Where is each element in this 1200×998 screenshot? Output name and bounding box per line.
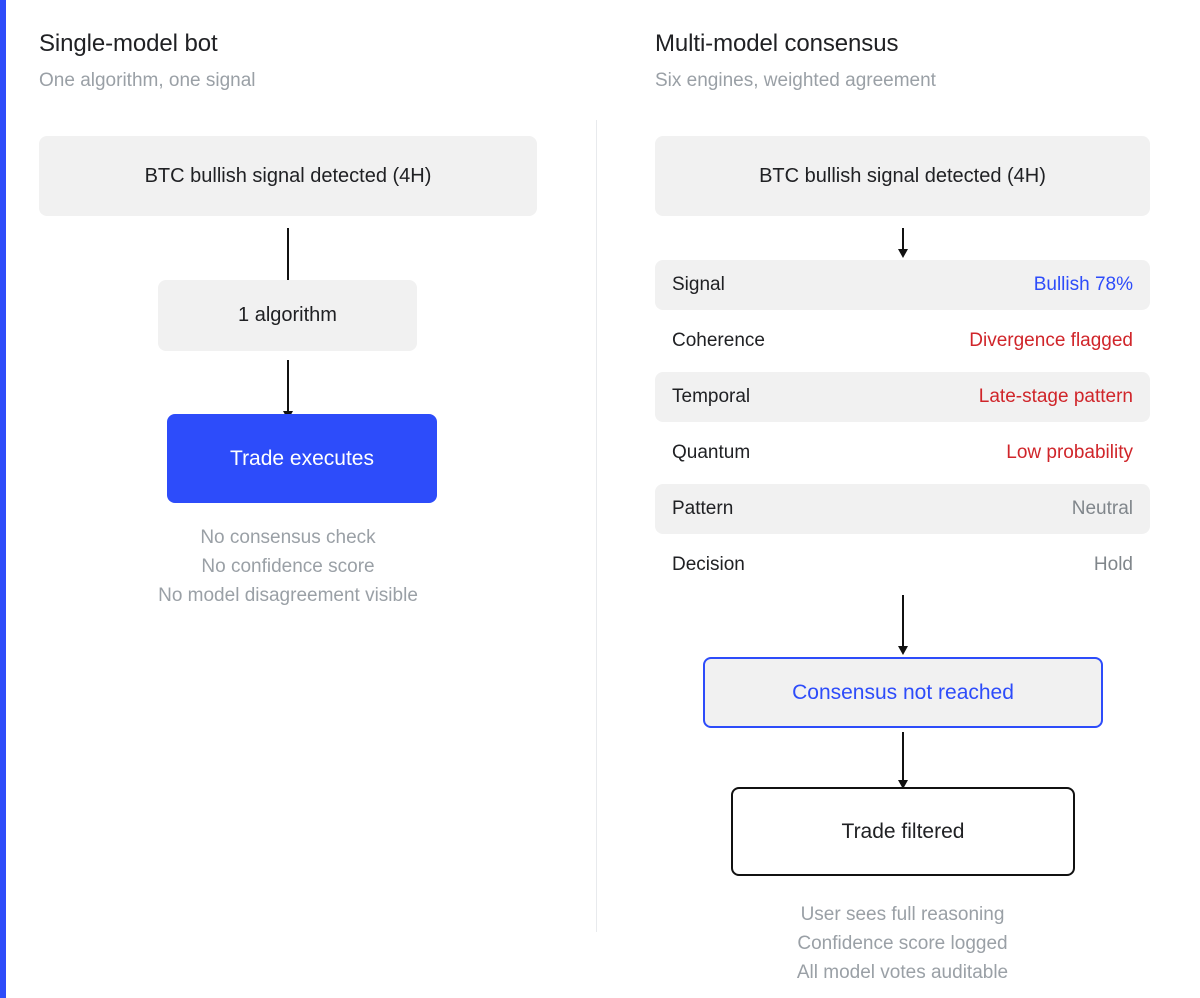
right-signal-banner: BTC bullish signal detected (4H) [655,136,1150,216]
right-footnote-2: All model votes auditable [796,962,1009,983]
engine-row[interactable]: Signal Bullish 78% [655,260,1150,310]
engine-row-label: Coherence [672,330,765,351]
single-model-column: Single-model bot One algorithm, one sign… [39,0,539,998]
engine-row[interactable]: Decision Hold [655,540,1150,590]
right-footnote-1: Confidence score logged [797,933,1008,954]
engine-row-label: Temporal [672,386,751,407]
consensus-not-reached-box[interactable]: Consensus not reached [703,657,1103,728]
engine-row-value: Hold [1093,554,1133,575]
right-column-title: Multi-model consensus [655,30,899,57]
column-divider [596,120,597,932]
right-footnote-0: User sees full reasoning [800,904,1005,925]
engine-row-label: Pattern [672,498,734,519]
trade-filtered-box[interactable]: Trade filtered [731,787,1075,876]
engine-row[interactable]: Pattern Neutral [655,484,1150,534]
left-column-subtitle: One algorithm, one signal [39,70,256,91]
engine-row[interactable]: Coherence Divergence flagged [655,316,1150,366]
engine-row-value: Neutral [1071,498,1133,519]
left-footnote-0: No consensus check [200,527,376,548]
engine-row-value: Low probability [1006,442,1133,463]
left-signal-banner: BTC bullish signal detected (4H) [39,136,537,216]
algorithm-count-box: 1 algorithm [158,280,417,351]
arrow-algorithm-to-trade [281,360,295,420]
left-column-title: Single-model bot [39,30,218,57]
left-accent-rail [0,0,6,998]
trade-executes-box[interactable]: Trade executes [167,414,437,503]
left-footnote-2: No model disagreement visible [158,585,418,606]
arrow-banner-to-rows [896,228,910,258]
right-column-subtitle: Six engines, weighted agreement [655,70,936,91]
engine-row[interactable]: Temporal Late-stage pattern [655,372,1150,422]
engine-row-label: Decision [672,554,745,575]
engine-row-value: Divergence flagged [969,330,1133,351]
engine-row[interactable]: Quantum Low probability [655,428,1150,478]
engine-row-label: Quantum [672,442,751,463]
arrow-rows-to-verdict [896,595,910,655]
left-footnotes: No consensus check No confidence score N… [39,523,537,610]
left-footnote-1: No confidence score [201,556,375,577]
multi-model-column: Multi-model consensus Six engines, weigh… [655,0,1150,998]
right-footnotes: User sees full reasoning Confidence scor… [655,900,1150,987]
engine-row-label: Signal [672,274,725,295]
engine-row-value: Late-stage pattern [978,386,1133,407]
engine-row-value: Bullish 78% [1033,274,1133,295]
arrow-verdict-to-outcome [896,732,910,789]
engine-rows: Signal Bullish 78% Coherence Divergence fla… [655,260,1150,596]
